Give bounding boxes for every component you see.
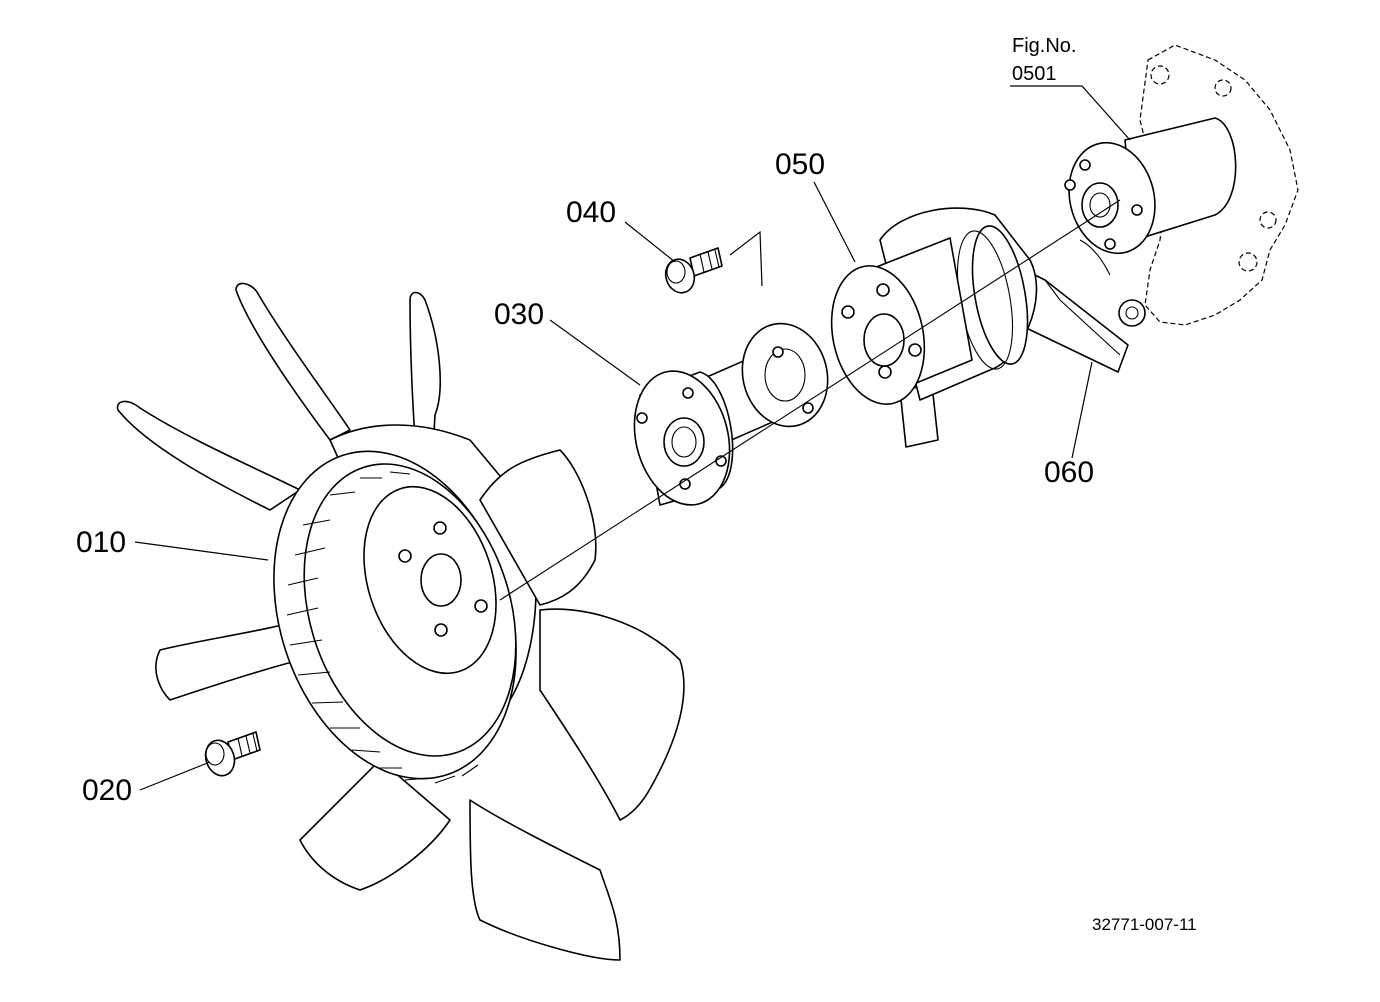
- figure-label-line2: 0501: [1012, 63, 1057, 85]
- leader-040: [624, 221, 676, 263]
- leader-lines: [134, 85, 1131, 791]
- fan-spacer: [633, 322, 829, 506]
- bolt-020: [204, 731, 261, 777]
- callout-060: 060: [1044, 456, 1094, 489]
- drawing-code: 32771-007-11: [1092, 915, 1197, 934]
- callout-030: 030: [494, 298, 544, 331]
- water-pump-pulley-flange: [1064, 117, 1237, 255]
- callout-020: 020: [82, 774, 132, 807]
- figure-label-line1: Fig.No.: [1012, 35, 1076, 57]
- callout-050: 050: [775, 148, 825, 181]
- alternator-pulley: [830, 207, 1038, 405]
- leader-040b: [729, 230, 763, 287]
- leader-060: [1071, 361, 1093, 459]
- leader-030: [549, 319, 641, 386]
- leader-020: [139, 761, 211, 791]
- leader-050: [813, 181, 856, 263]
- cooling-fan: [116, 199, 1121, 961]
- leader-fig: [1010, 85, 1131, 141]
- callout-040: 040: [566, 196, 616, 229]
- callout-010: 010: [76, 526, 126, 559]
- bolt-040: [664, 247, 723, 294]
- leader-010: [134, 541, 269, 561]
